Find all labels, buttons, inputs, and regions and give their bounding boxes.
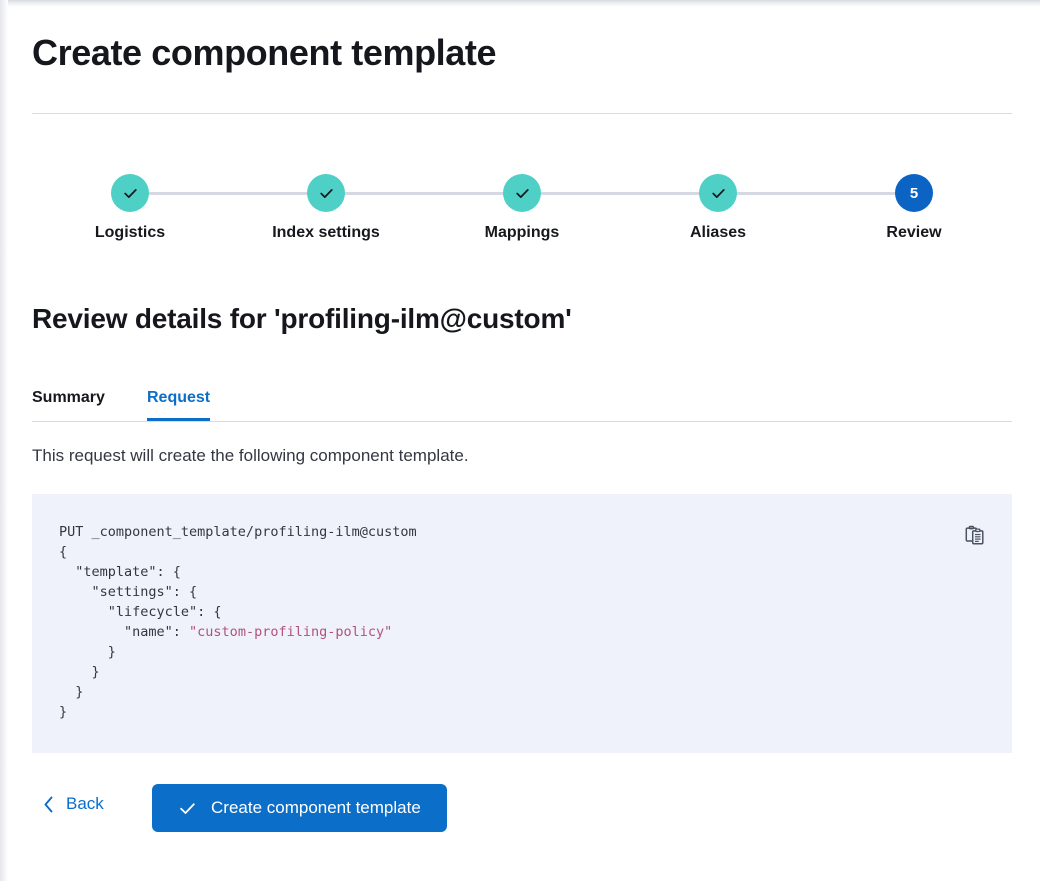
code-line-7: } xyxy=(59,664,100,680)
step-number: 5 xyxy=(909,184,919,202)
code-line-8: } xyxy=(59,684,84,700)
step-connector-3 xyxy=(539,192,701,195)
check-icon xyxy=(711,188,725,198)
step-connector-2 xyxy=(343,192,505,195)
step-connector-4 xyxy=(735,192,897,195)
request-code-block: PUT _component_template/profiling-ilm@cu… xyxy=(59,522,417,722)
step-logistics[interactable]: Logistics xyxy=(32,160,228,242)
page-title: Create component template xyxy=(32,32,497,73)
wizard-actions: Back Create component template xyxy=(32,784,1012,832)
review-tabs: Summary Request xyxy=(32,378,1012,422)
step-aliases[interactable]: Aliases xyxy=(620,160,816,242)
step-label-aliases: Aliases xyxy=(689,224,747,241)
check-icon xyxy=(515,188,529,198)
window-top-shadow xyxy=(0,0,1040,7)
code-string-value: "custom-profiling-policy" xyxy=(189,624,393,640)
step-marker-logistics[interactable] xyxy=(111,174,149,212)
review-heading: Review details for 'profiling-ilm@custom… xyxy=(32,303,572,334)
step-label-logistics: Logistics xyxy=(94,224,166,241)
request-code-panel: PUT _component_template/profiling-ilm@cu… xyxy=(32,494,1012,753)
tab-request[interactable]: Request xyxy=(147,378,211,421)
step-marker-index-settings[interactable] xyxy=(307,174,345,212)
code-line-6: } xyxy=(59,644,116,660)
step-label-review: Review xyxy=(886,224,942,241)
create-component-template-label: Create component template xyxy=(211,798,421,817)
code-line-5: "name": "custom-profiling-policy" xyxy=(59,624,393,640)
wizard-stepper: Logistics Index settings Mappings xyxy=(32,160,1012,260)
create-component-template-button[interactable]: Create component template xyxy=(152,784,447,832)
header-divider xyxy=(32,113,1012,114)
step-marker-review[interactable]: 5 xyxy=(895,174,933,212)
code-line-4: "lifecycle": { xyxy=(59,604,222,620)
step-connector-1 xyxy=(147,192,309,195)
tab-summary[interactable]: Summary xyxy=(32,389,105,406)
step-mappings[interactable]: Mappings xyxy=(424,160,620,242)
step-label-mappings: Mappings xyxy=(484,224,560,241)
check-icon xyxy=(123,188,137,198)
step-marker-mappings[interactable] xyxy=(503,174,541,212)
code-line-9: } xyxy=(59,704,68,720)
copy-clipboard-glyph xyxy=(965,525,984,545)
copy-clipboard-icon[interactable] xyxy=(962,522,988,548)
code-line-2: "template": { xyxy=(59,564,181,580)
step-review[interactable]: 5 Review xyxy=(816,160,1012,242)
code-method-line: PUT _component_template/profiling-ilm@cu… xyxy=(59,524,417,540)
check-icon xyxy=(319,188,333,198)
back-button[interactable]: Back xyxy=(42,794,104,814)
step-index-settings[interactable]: Index settings xyxy=(228,160,424,242)
step-marker-aliases[interactable] xyxy=(699,174,737,212)
step-label-index-settings: Index settings xyxy=(272,224,380,241)
check-icon xyxy=(180,802,195,814)
code-line-1: { xyxy=(59,544,68,560)
window-left-edge xyxy=(0,0,8,881)
request-description: This request will create the following c… xyxy=(32,446,469,465)
back-button-label: Back xyxy=(66,794,104,813)
code-line-3: "settings": { xyxy=(59,584,198,600)
chevron-left-icon xyxy=(44,796,53,812)
